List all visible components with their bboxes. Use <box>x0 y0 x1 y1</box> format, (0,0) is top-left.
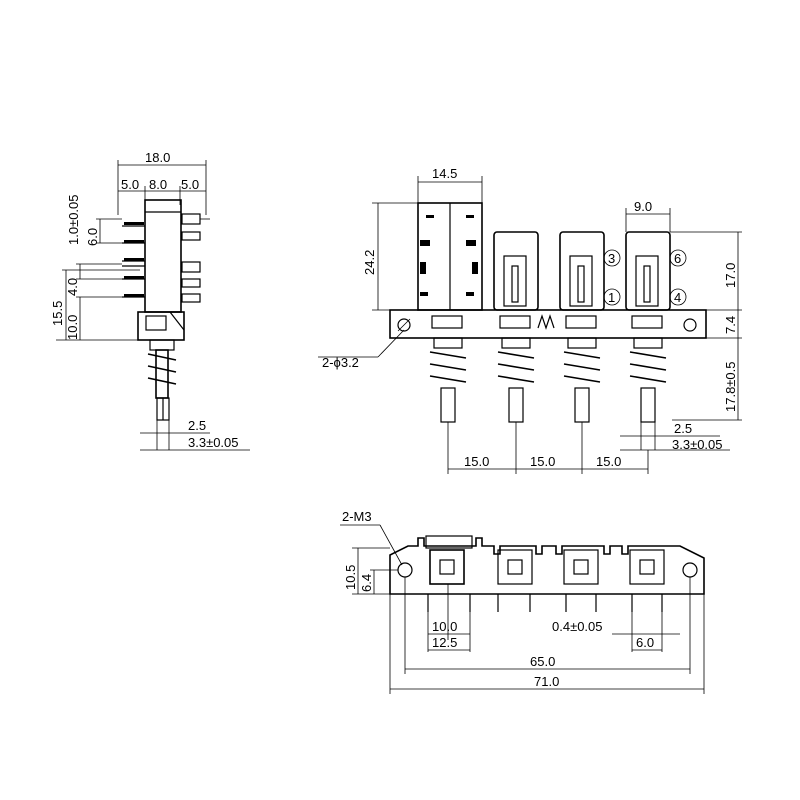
side-dim-pin-6: 6.0 <box>85 228 100 246</box>
key-3 <box>559 231 605 311</box>
side-dim-8: 8.0 <box>149 177 167 192</box>
front-dim-hole: 2-ϕ3.2 <box>322 355 359 370</box>
terminal-label-3: 3 <box>608 251 615 266</box>
bottom-dim-10-5: 10.5 <box>343 565 358 590</box>
bottom-dim-65: 65.0 <box>530 654 555 669</box>
bottom-view: 2-M3 10.5 6.4 10.0 12.5 0.4±0.05 6.0 65.… <box>340 509 705 694</box>
side-view: 18.0 5.0 8.0 5.0 <box>50 150 250 451</box>
terminal-label-4: 4 <box>674 290 681 305</box>
side-dim-shaft-2-5: 2.5 <box>188 418 206 433</box>
terminal-circle-6 <box>669 249 687 267</box>
terminal-circle-3 <box>603 249 621 267</box>
pitch-label-3: 15.0 <box>596 454 621 469</box>
bottom-dim-screw: 2-M3 <box>342 509 372 524</box>
front-dim-9: 9.0 <box>634 199 652 214</box>
terminal-circle-1 <box>603 288 621 306</box>
front-dim-shaft-3-3: 3.3±0.05 <box>672 437 723 452</box>
bottom-dim-10: 10.0 <box>432 619 457 634</box>
front-dim-shaft-2-5: 2.5 <box>674 421 692 436</box>
front-dim-24-2: 24.2 <box>362 250 377 275</box>
terminal-label-1: 1 <box>608 290 615 305</box>
side-dim-5-left: 5.0 <box>121 177 139 192</box>
pitch-label-2: 15.0 <box>530 454 555 469</box>
side-dim-15-5: 15.5 <box>50 301 65 326</box>
terminal-circle-4 <box>669 288 687 306</box>
key-2 <box>493 231 539 311</box>
terminal-label-6: 6 <box>674 251 681 266</box>
front-dim-17-8: 17.8±0.5 <box>723 361 738 412</box>
side-dim-5-right: 5.0 <box>181 177 199 192</box>
front-view: 14.5 24.2 <box>318 166 742 474</box>
shafts <box>429 337 667 423</box>
bottom-dim-6: 6.0 <box>636 635 654 650</box>
key-4 <box>625 231 671 311</box>
front-dim-17: 17.0 <box>723 263 738 288</box>
bottom-dim-pin-w: 0.4±0.05 <box>552 619 603 634</box>
side-dim-18: 18.0 <box>145 150 170 165</box>
front-dim-14-5: 14.5 <box>432 166 457 181</box>
side-dim-pin-4: 4.0 <box>65 278 80 296</box>
side-dim-shaft-3-3: 3.3±0.05 <box>188 435 239 450</box>
pitch-label-1: 15.0 <box>464 454 489 469</box>
bottom-dim-12-5: 12.5 <box>432 635 457 650</box>
side-dim-10: 10.0 <box>65 315 80 340</box>
bottom-dim-6-4: 6.4 <box>359 574 374 592</box>
bottom-dim-71: 71.0 <box>534 674 559 689</box>
front-dim-7-4: 7.4 <box>723 316 738 334</box>
side-dim-pin-thick: 1.0±0.05 <box>66 194 81 245</box>
